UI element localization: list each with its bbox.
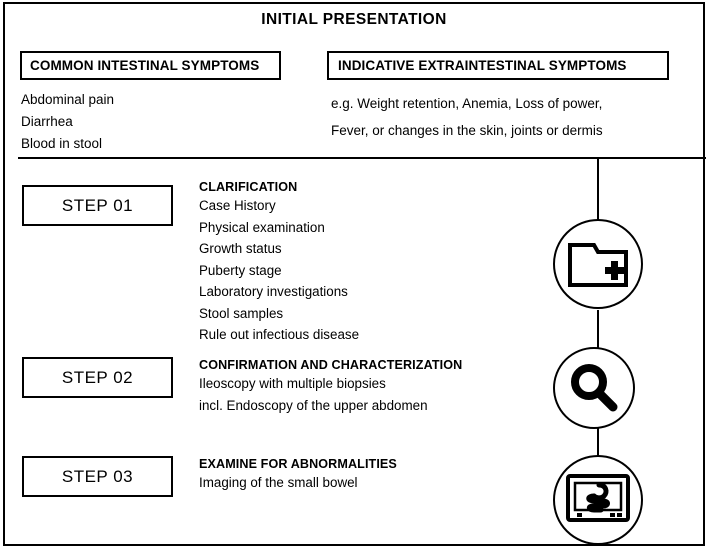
list-item: Imaging of the small bowel bbox=[199, 475, 358, 490]
step-content-01: CLARIFICATION Case History Physical exam… bbox=[199, 180, 359, 346]
step-item-list: Imaging of the small bowel bbox=[199, 472, 397, 494]
connector-line-step1-step2 bbox=[597, 310, 599, 348]
step-item-list: Case History Physical examination Growth… bbox=[199, 195, 359, 346]
list-item: Stool samples bbox=[199, 305, 284, 321]
list-item: Ileoscopy with multiple biopsies bbox=[199, 376, 386, 391]
step-01-icon-badge bbox=[553, 219, 643, 309]
step-heading: CLARIFICATION bbox=[199, 180, 298, 194]
step-label: STEP 02 bbox=[61, 367, 134, 387]
category-box-indicative-extraintestinal-symptoms: INDICATIVE EXTRAINTESTINAL SYMPTOMS bbox=[327, 51, 669, 80]
header-divider bbox=[18, 157, 706, 159]
step-item-list: Ileoscopy with multiple biopsies incl. E… bbox=[199, 373, 462, 416]
symptom-list-common-intestinal: Abdominal pain Diarrhea Blood in stool bbox=[21, 89, 114, 155]
bowel-monitor-icon bbox=[566, 474, 630, 522]
list-item: Diarrhea bbox=[21, 114, 73, 129]
symptom-list-extraintestinal: e.g. Weight retention, Anemia, Loss of p… bbox=[331, 90, 603, 144]
list-item: Fever, or changes in the skin, joints or… bbox=[331, 123, 603, 138]
category-box-common-intestinal-symptoms: COMMON INTESTINAL SYMPTOMS bbox=[20, 51, 281, 80]
step-heading: EXAMINE FOR ABNORMALITIES bbox=[199, 457, 397, 471]
medical-folder-icon bbox=[568, 243, 628, 287]
step-box-01: STEP 01 bbox=[22, 185, 173, 226]
list-item: Blood in stool bbox=[21, 136, 103, 151]
list-item: Rule out infectious disease bbox=[199, 327, 360, 342]
diagram-title: INITIAL PRESENTATION bbox=[261, 11, 447, 28]
step-label: STEP 01 bbox=[61, 195, 134, 215]
category-box-label: INDICATIVE EXTRAINTESTINAL SYMPTOMS bbox=[338, 58, 627, 73]
list-item: Abdominal pain bbox=[21, 92, 115, 107]
step-content-03: EXAMINE FOR ABNORMALITIES Imaging of the… bbox=[199, 457, 397, 494]
step-content-02: CONFIRMATION AND CHARACTERIZATION Ileosc… bbox=[199, 358, 462, 416]
list-item: incl. Endoscopy of the upper abdomen bbox=[199, 397, 428, 413]
step-box-03: STEP 03 bbox=[22, 456, 173, 497]
list-item: e.g. Weight retention, Anemia, Loss of p… bbox=[331, 96, 603, 111]
connector-line-top bbox=[597, 157, 599, 220]
list-item: Puberty stage bbox=[199, 262, 282, 278]
category-box-label: COMMON INTESTINAL SYMPTOMS bbox=[30, 58, 260, 73]
list-item: Laboratory investigations bbox=[199, 284, 348, 299]
magnifying-glass-icon bbox=[571, 364, 618, 412]
connector-line-step2-step3 bbox=[597, 428, 599, 457]
step-heading: CONFIRMATION AND CHARACTERIZATION bbox=[199, 358, 463, 372]
list-item: Growth status bbox=[199, 241, 282, 256]
diagram-outer-frame bbox=[3, 2, 705, 546]
step-label: STEP 03 bbox=[61, 466, 134, 486]
step-03-icon-badge bbox=[553, 455, 643, 545]
list-item: Case History bbox=[199, 198, 276, 213]
step-box-02: STEP 02 bbox=[22, 357, 173, 398]
step-02-icon-badge bbox=[553, 347, 635, 429]
list-item: Physical examination bbox=[199, 219, 325, 235]
